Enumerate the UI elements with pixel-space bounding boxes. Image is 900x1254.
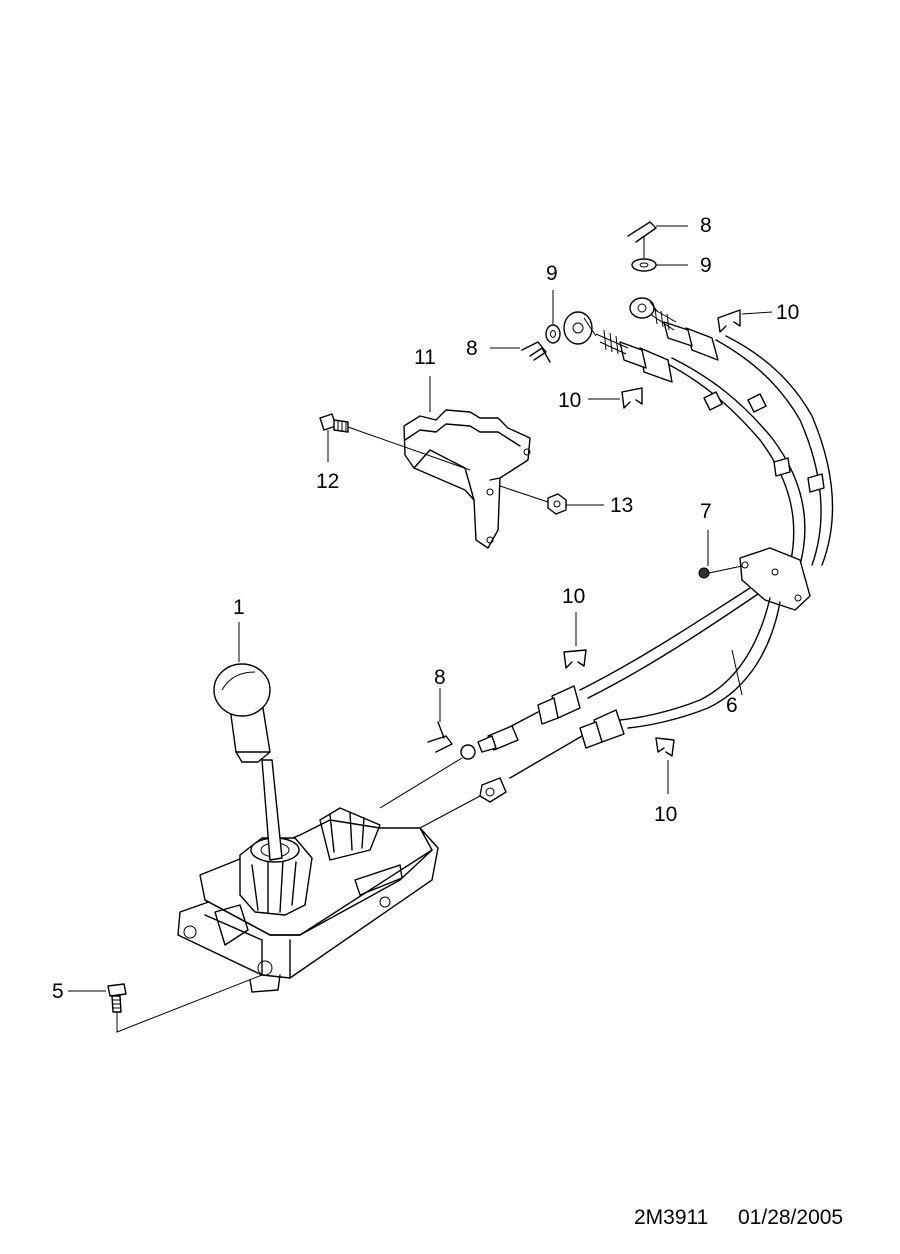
- callout-6: 6: [726, 694, 738, 717]
- nut-7: [698, 530, 743, 579]
- callout-8-lower: 8: [434, 666, 446, 689]
- clip-10-lower: [655, 737, 675, 794]
- bolt-12: [319, 413, 471, 471]
- clip-10-mid: [563, 612, 587, 669]
- callout-12: 12: [316, 470, 339, 493]
- washer-9-upper: [631, 258, 688, 272]
- callout-1: 1: [233, 596, 245, 619]
- shift-cable-assembly: [379, 297, 834, 829]
- clip-8-mid: [490, 341, 551, 363]
- callout-10-top-right: 10: [776, 301, 799, 324]
- callout-11: 11: [414, 346, 436, 369]
- washer-9-mid: [545, 290, 561, 344]
- callout-9-mid: 9: [546, 262, 558, 285]
- clip-10-upper-mid: [588, 387, 643, 409]
- callout-10-lower: 10: [654, 803, 677, 826]
- callout-5: 5: [52, 980, 64, 1003]
- callout-8-upper: 8: [700, 214, 712, 237]
- clip-8-upper: [627, 221, 688, 258]
- clip-10-top-right: [717, 309, 773, 333]
- clip-8-lower: [427, 688, 453, 753]
- bolt-5: [107, 974, 263, 1033]
- bracket-11: [403, 376, 531, 549]
- callout-10-mid: 10: [562, 585, 585, 608]
- diagram-code: 2M3911: [634, 1206, 708, 1229]
- nut-13: [499, 485, 604, 515]
- callout-8-mid: 8: [466, 337, 478, 360]
- diagram-date: 01/28/2005: [738, 1206, 843, 1229]
- callout-9-upper: 9: [700, 254, 712, 277]
- callout-10-upper-mid: 10: [558, 389, 581, 412]
- callout-13: 13: [610, 494, 633, 517]
- gearshift-lever-assembly: [177, 663, 439, 993]
- callout-7: 7: [700, 500, 712, 523]
